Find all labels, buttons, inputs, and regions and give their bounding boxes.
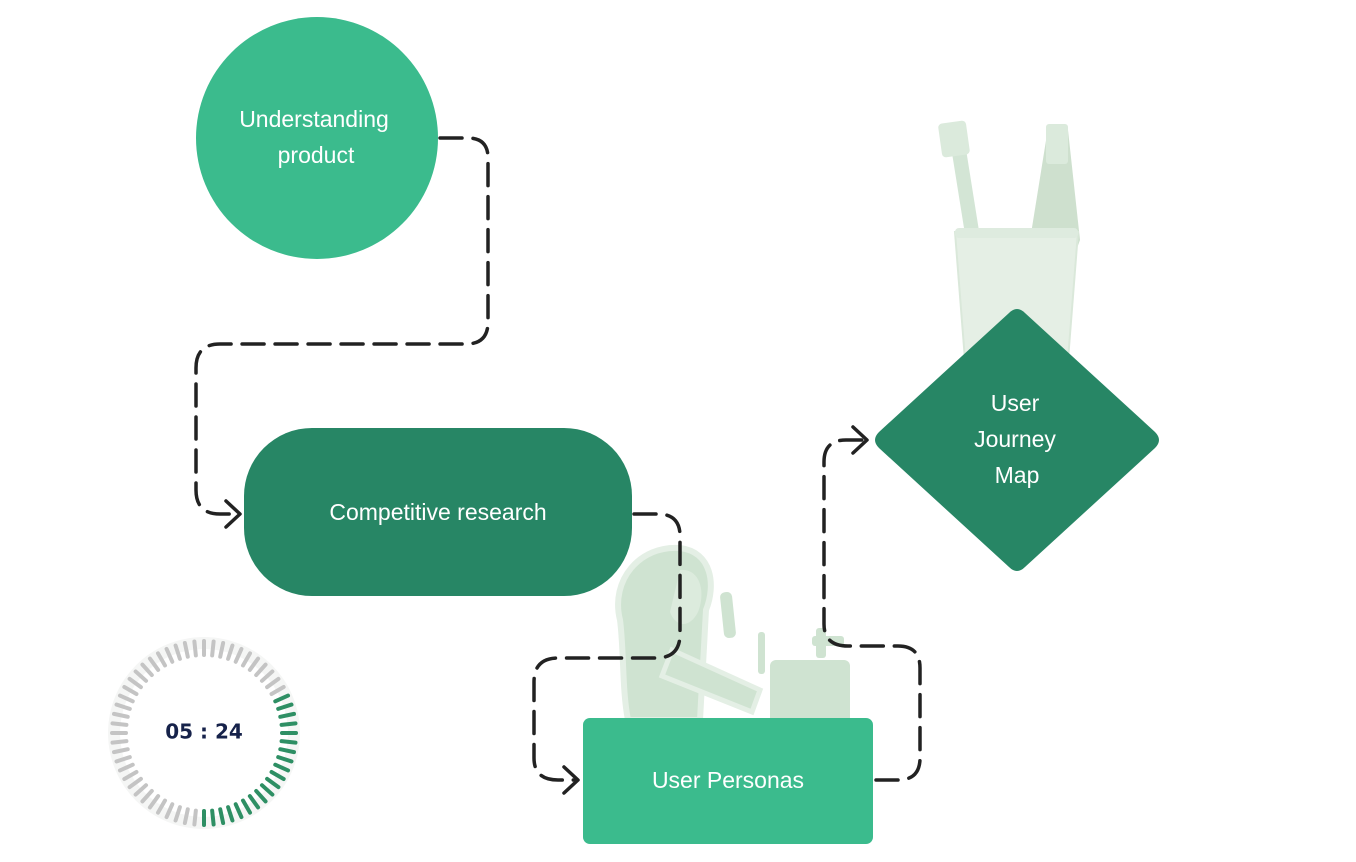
timer-tick	[122, 685, 139, 696]
timer-display: 05 : 24	[165, 720, 243, 744]
timer-tick	[278, 711, 296, 719]
timer-tick	[247, 656, 261, 672]
connectors	[194, 136, 922, 782]
arrowhead-competitive	[224, 499, 242, 529]
person-brushing-teeth-icon	[615, 544, 850, 730]
node-personas-shape	[583, 718, 873, 844]
node-personas-label: User Personas	[652, 767, 804, 793]
timer-tick	[110, 739, 129, 745]
timer-tick	[273, 693, 291, 704]
timer-tick	[110, 721, 129, 727]
timer-tick	[233, 802, 244, 820]
timer-tick	[192, 808, 198, 827]
timer-tick	[278, 747, 296, 755]
timer-tick	[218, 641, 226, 659]
timer-tick	[140, 788, 154, 804]
node-journey-label-line-3: Map	[995, 462, 1040, 488]
timer-tick	[117, 693, 135, 704]
connector-personas-to-journey	[822, 438, 922, 782]
timer-tick	[276, 702, 294, 711]
timer-tick	[254, 788, 268, 804]
timer-tick	[173, 643, 182, 661]
countdown-timer: 05 : 24	[108, 637, 300, 829]
timer-tick	[182, 807, 190, 825]
timer-tick	[210, 808, 216, 827]
timer-tick	[241, 651, 252, 668]
node-understanding-product[interactable]: Understanding product	[196, 17, 438, 259]
timer-tick	[147, 656, 161, 672]
timer-face	[120, 649, 288, 817]
connector-competitive-to-personas	[532, 512, 682, 782]
timer-tick	[241, 798, 252, 815]
node-journey-label-line-1: User	[991, 390, 1040, 416]
timer-tick	[233, 646, 244, 664]
timer-tick	[269, 685, 286, 696]
timer-tick	[210, 639, 216, 658]
timer-tick	[156, 798, 167, 815]
timer-tick	[265, 776, 281, 790]
timer-tick	[164, 802, 175, 820]
timer-tick	[147, 794, 161, 810]
timer-tick	[133, 783, 149, 797]
timer-tick	[218, 807, 226, 825]
timer-tick	[112, 711, 130, 719]
timer-tick	[247, 794, 261, 810]
timer-tick	[133, 669, 149, 683]
node-understanding-shape	[196, 17, 438, 259]
node-competitive-label: Competitive research	[329, 499, 546, 525]
timer-tick	[182, 641, 190, 659]
timer-tick	[192, 639, 198, 658]
timer-tick	[127, 776, 143, 790]
timer-tick	[279, 721, 298, 727]
node-user-personas[interactable]: User Personas	[583, 718, 873, 844]
node-user-journey-map[interactable]: User Journey Map	[875, 309, 1159, 571]
arrowhead-journey	[851, 425, 869, 455]
timer-tick	[259, 669, 275, 683]
timer-tick	[114, 755, 132, 764]
timer-tick	[112, 747, 130, 755]
node-competitive-research[interactable]: Competitive research	[244, 428, 632, 596]
timer-tick	[273, 762, 291, 773]
arrowhead-personas	[562, 765, 580, 795]
timer-tick	[226, 643, 235, 661]
timer-tick	[254, 662, 268, 678]
node-competitive-shape	[244, 428, 632, 596]
timer-tick	[164, 646, 175, 664]
timer-tick	[276, 755, 294, 764]
timer-tick	[226, 805, 235, 823]
timer-tick	[156, 651, 167, 668]
timer-tick	[279, 739, 298, 745]
timer-tick	[269, 770, 286, 781]
toothbrush-cup-icon	[938, 120, 1080, 361]
timer-ticks	[110, 639, 298, 827]
connector-understanding-to-competitive	[194, 136, 490, 516]
timer-tick	[127, 676, 143, 690]
timer-tick	[259, 783, 275, 797]
node-journey-shape	[875, 309, 1159, 571]
node-understanding-label-line-2: product	[278, 142, 355, 168]
arrowheads	[224, 425, 869, 795]
timer-tick	[114, 702, 132, 711]
timer-tick	[173, 805, 182, 823]
node-understanding-label-line-1: Understanding	[239, 106, 389, 132]
timer-tick	[117, 762, 135, 773]
timer-tick	[265, 676, 281, 690]
timer-tick	[140, 662, 154, 678]
timer-tick	[122, 770, 139, 781]
node-journey-label-line-2: Journey	[974, 426, 1056, 452]
